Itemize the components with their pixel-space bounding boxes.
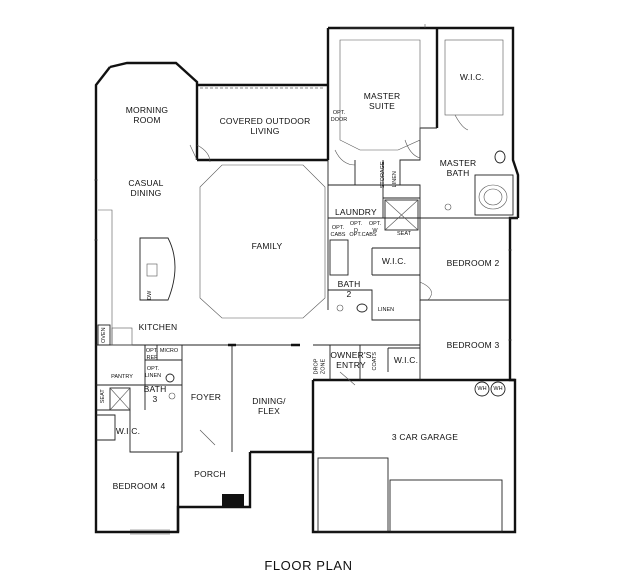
bath-3-label: BATH 3	[143, 384, 167, 404]
windows	[94, 24, 512, 535]
master-wic-outline	[444, 39, 504, 116]
bath-2-label: BATH 2	[337, 279, 361, 299]
toilet-master	[494, 150, 506, 164]
opt-ref-label: OPT. REF	[145, 348, 159, 361]
micro-cabinet	[144, 344, 158, 361]
garage-door-1	[317, 457, 389, 533]
opt-cabs-1-label: OPT. CABS	[330, 225, 346, 238]
family-label: FAMILY	[251, 241, 283, 251]
covered-outdoor-living-label: COVERED OUTDOOR LIVING	[219, 116, 311, 136]
family-ceiling-outline	[199, 164, 326, 319]
drop-zone-label: DROP ZONE	[313, 358, 327, 375]
seat-master-label: SEAT	[397, 231, 411, 237]
bedroom-2-label: BEDROOM 2	[446, 258, 500, 268]
master-ceiling-outline	[339, 39, 421, 151]
dining-flex-label: DINING/ FLEX	[252, 396, 286, 416]
linen-bath2-label: LINEN	[377, 307, 395, 313]
exterior-walls	[94, 26, 520, 534]
interior-walls	[96, 127, 518, 453]
opt-cabs-2-label: OPT.CABS	[349, 232, 377, 238]
water-heater-1-label: WH	[477, 386, 487, 392]
foyer-label: FOYER	[190, 392, 222, 402]
opt-w-label: OPT. W	[368, 221, 382, 234]
three-car-garage-label: 3 CAR GARAGE	[391, 432, 459, 442]
bedroom-4-label: BEDROOM 4	[112, 481, 166, 491]
pantry-label: PANTRY	[111, 374, 133, 380]
bath2-tub	[329, 239, 349, 276]
master-wic-label: W.I.C.	[459, 72, 485, 82]
water-heater-2	[490, 381, 506, 397]
shower-box	[384, 199, 419, 231]
opt-linen-label: OPT. LINEN	[144, 366, 162, 379]
door-swings	[189, 114, 469, 446]
opt-d-label: OPT. D	[349, 221, 363, 234]
casual-dining-label: CASUAL DINING	[128, 178, 164, 198]
storage-label: STORAGE	[379, 161, 386, 189]
master-suite-label: MASTER SUITE	[363, 91, 401, 111]
owners-entry-label: OWNER'S ENTRY	[330, 350, 372, 370]
seat-bath3-label: SEAT	[99, 389, 106, 404]
master-bath-label: MASTER BATH	[439, 158, 477, 178]
bedroom-4-wic-label: W.I.C.	[115, 426, 141, 436]
oven-cabinet	[97, 324, 111, 346]
toilet-bath3	[165, 373, 175, 383]
bedroom-3-label: BEDROOM 3	[446, 340, 500, 350]
master-tub	[474, 174, 514, 216]
water-heater-2-label: WH	[493, 386, 503, 392]
kitchen-label: KITCHEN	[138, 322, 178, 332]
porch-label: PORCH	[194, 469, 226, 479]
coats-label: COATS	[371, 351, 378, 371]
bedroom-3-wic-label: W.I.C.	[393, 355, 419, 365]
micro-label: MICRO	[159, 348, 179, 354]
opt-door-label: OPT. DOOR	[330, 110, 348, 123]
bedroom-2-wic-label: W.I.C.	[381, 256, 407, 266]
morning-room-label: MORNING ROOM	[125, 105, 169, 125]
bath3-tub	[109, 387, 131, 411]
laundry-label: LAUNDRY	[335, 207, 377, 217]
dw-label: DW	[146, 290, 153, 300]
porch-column	[222, 494, 244, 507]
toilet-bath2	[356, 303, 368, 313]
floor-plan-title: FLOOR PLAN	[264, 558, 353, 573]
garage-door-2	[389, 479, 503, 533]
oven-label: OVEN	[100, 327, 107, 344]
water-heater-1	[474, 381, 490, 397]
linen-master-label: LINEN	[391, 171, 398, 188]
